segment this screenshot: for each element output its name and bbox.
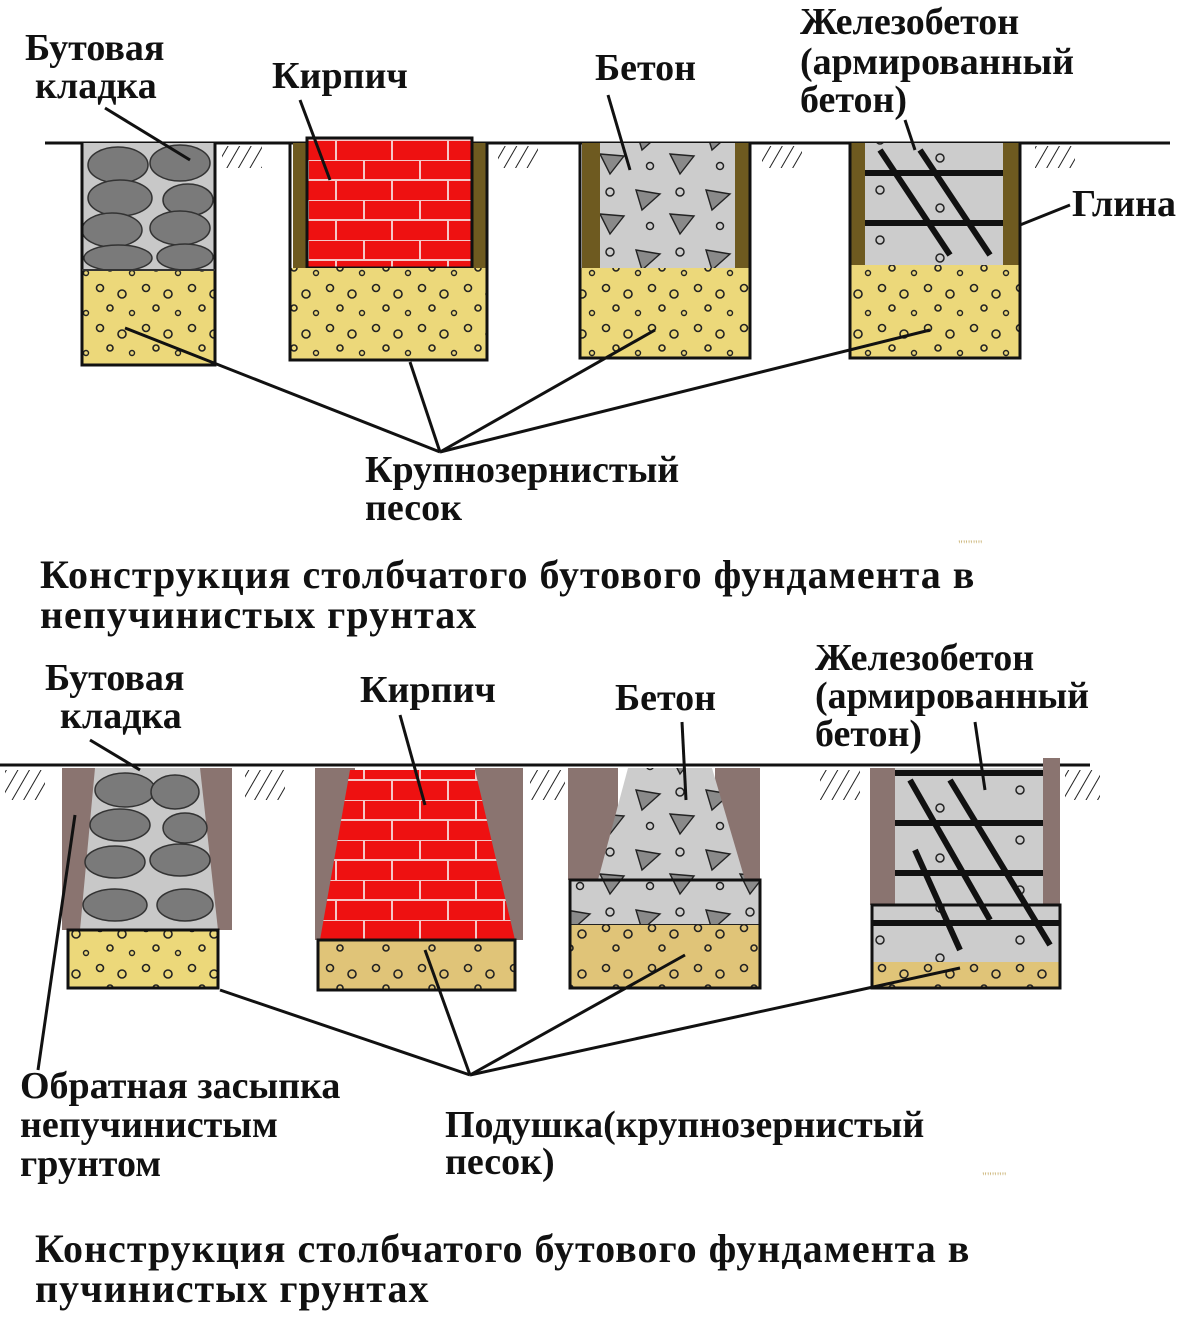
- bottom-label-reinforced-3: бетон): [815, 713, 922, 755]
- top-label-clay: Глина: [1072, 183, 1176, 225]
- top-label-rubble-1: Бутовая: [25, 27, 164, 69]
- bottom-rubble-pillar: [62, 768, 232, 990]
- top-rubble-pillar: [80, 143, 217, 367]
- top-title-2: непучинистых грунтах: [40, 592, 477, 637]
- top-label-reinforced-2: (армированный: [800, 41, 1074, 83]
- top-title-1: Конструкция столбчатого бутового фундаме…: [40, 552, 975, 597]
- bottom-label-backfill-2: непучинистым: [20, 1104, 278, 1146]
- bottom-label-rubble-1: Бутовая: [45, 657, 184, 699]
- top-label-reinforced-3: бетон): [800, 79, 907, 121]
- bottom-label-backfill-3: грунтом: [20, 1143, 161, 1185]
- ground-hatch-top: [222, 146, 1075, 168]
- top-label-reinforced-1: Железобетон: [800, 1, 1019, 43]
- top-mark: """"": [958, 537, 983, 551]
- bottom-title-2: пучинистых грунтах: [35, 1266, 429, 1311]
- top-concrete-pillar: [578, 143, 752, 360]
- bottom-leader-lines: [36, 714, 987, 1077]
- bottom-label-reinforced-2: (армированный: [815, 675, 1089, 717]
- bottom-label-cushion-2: песок): [445, 1141, 555, 1183]
- bottom-brick-pillar: [315, 768, 523, 992]
- bottom-concrete-pillar: [568, 768, 762, 990]
- top-leader-lines: [104, 94, 1071, 454]
- bottom-label-cushion-1: Подушка(крупнозернистый: [445, 1104, 924, 1146]
- top-reinforced-pillar: [848, 143, 1022, 360]
- top-label-sand-2: песок: [365, 487, 462, 529]
- top-label-brick: Кирпич: [272, 55, 408, 97]
- top-label-rubble-2: кладка: [35, 65, 157, 107]
- bottom-label-rubble-2: кладка: [60, 695, 182, 737]
- ground-hatch-bottom: [5, 770, 1100, 800]
- top-label-sand-1: Крупнозернистый: [365, 449, 679, 491]
- bottom-title-1: Конструкция столбчатого бутового фундаме…: [35, 1226, 970, 1271]
- bottom-reinforced-pillar: [870, 758, 1062, 990]
- bottom-label-brick: Кирпич: [360, 669, 496, 711]
- bottom-label-backfill-1: Обратная засыпка: [20, 1065, 340, 1107]
- top-label-concrete: Бетон: [595, 47, 696, 89]
- bottom-label-reinforced-1: Железобетон: [815, 637, 1034, 679]
- bottom-mark: """"": [982, 1169, 1007, 1183]
- bottom-label-concrete: Бетон: [615, 677, 716, 719]
- top-brick-pillar: [288, 136, 489, 362]
